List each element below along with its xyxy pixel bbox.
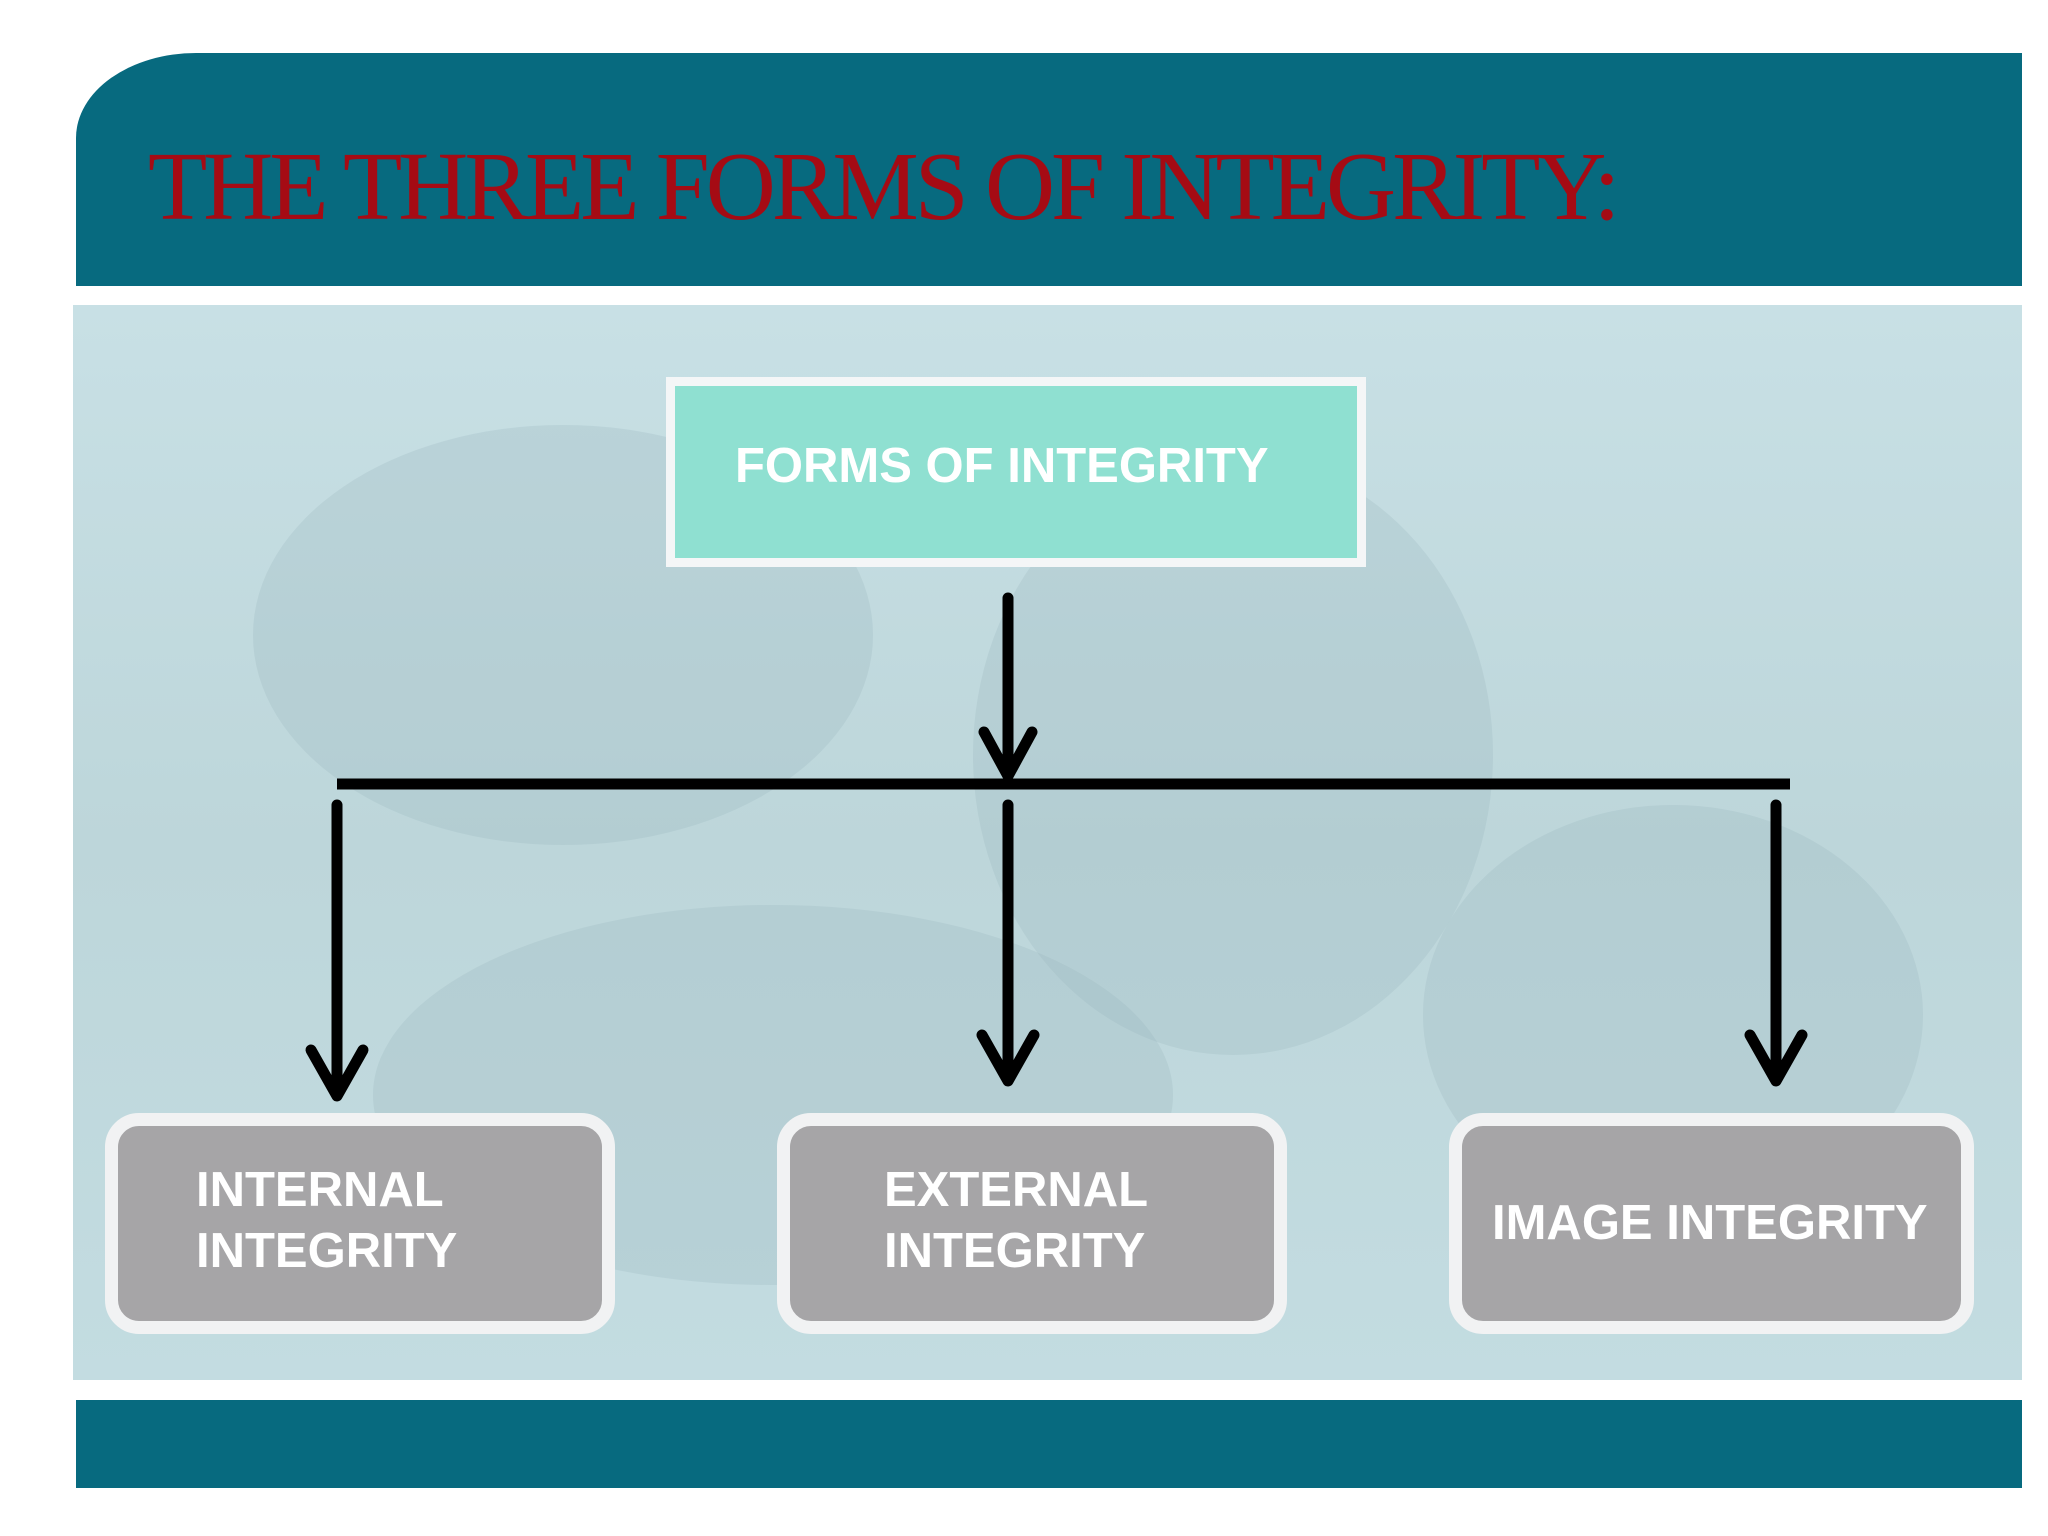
internal-integrity-line1: INTERNAL	[196, 1163, 444, 1217]
internal-integrity-line2: INTEGRITY	[196, 1224, 458, 1278]
external-integrity-line1: EXTERNAL	[884, 1163, 1149, 1217]
footer-band	[76, 1400, 2022, 1488]
external-integrity-node: EXTERNAL INTEGRITY	[777, 1113, 1287, 1334]
root-node: FORMS OF INTEGRITY	[666, 377, 1366, 567]
arrowhead-internal	[305, 1044, 369, 1102]
arrowhead-image	[1744, 1029, 1808, 1087]
internal-integrity-node: INTERNAL INTEGRITY	[105, 1113, 615, 1334]
arrowhead-external	[976, 1029, 1040, 1087]
image-integrity-node: IMAGE INTEGRITY	[1449, 1113, 1974, 1334]
external-integrity-line2: INTEGRITY	[884, 1224, 1146, 1278]
image-integrity-label: IMAGE INTEGRITY	[1492, 1196, 1928, 1250]
external-integrity-label: EXTERNAL INTEGRITY	[884, 1160, 1384, 1282]
root-arrowhead	[978, 726, 1038, 782]
internal-integrity-label: INTERNAL INTEGRITY	[196, 1160, 696, 1282]
header-band	[76, 53, 2022, 286]
root-node-label: FORMS OF INTEGRITY	[735, 439, 1269, 493]
slide-title: THE THREE FORMS OF INTEGRITY:	[148, 133, 1620, 240]
